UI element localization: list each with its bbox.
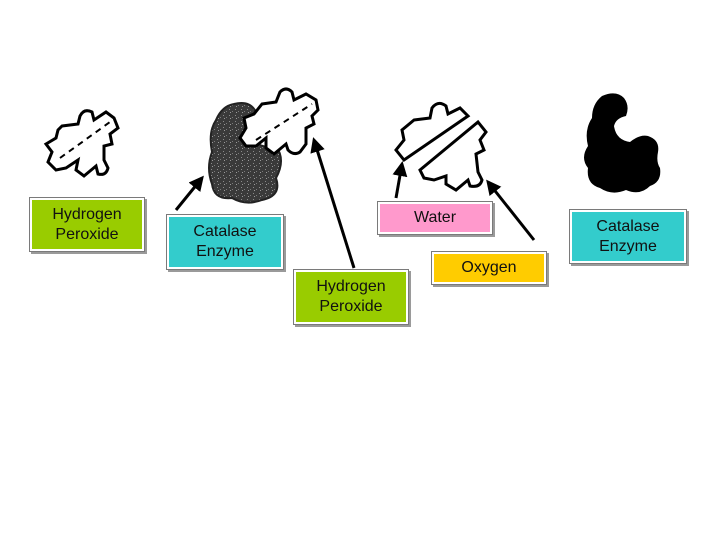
- hydrogen-peroxide-piece-1: [43, 109, 120, 178]
- catalase-enzyme-label-1: Catalase Enzyme: [166, 214, 284, 270]
- oxygen-label: Oxygen: [431, 251, 547, 285]
- arrow-to-water: [392, 161, 408, 199]
- oxygen-piece: [418, 119, 488, 192]
- catalase-enzyme-shape-2: [584, 93, 661, 193]
- hydrogen-peroxide-label-2: Hydrogen Peroxide: [293, 269, 409, 325]
- arrow-peroxide-to-complex: [310, 137, 356, 269]
- arrow-enzyme-to-complex: [174, 175, 204, 211]
- water-piece: [394, 101, 471, 163]
- arrow-to-oxygen: [486, 179, 536, 241]
- hydrogen-peroxide-piece-bound: [238, 87, 320, 156]
- water-label: Water: [377, 201, 493, 235]
- catalase-enzyme-label-2: Catalase Enzyme: [569, 209, 687, 264]
- hydrogen-peroxide-label-1: Hydrogen Peroxide: [29, 197, 145, 252]
